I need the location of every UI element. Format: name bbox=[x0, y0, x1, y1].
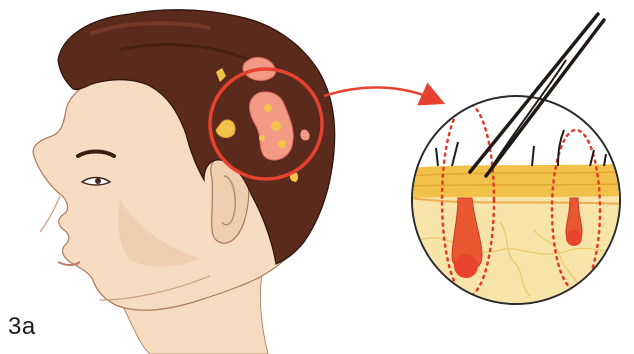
head-profile-illustration bbox=[33, 10, 335, 354]
callout-arrow bbox=[324, 87, 436, 100]
figure-label: 3а bbox=[8, 313, 36, 341]
